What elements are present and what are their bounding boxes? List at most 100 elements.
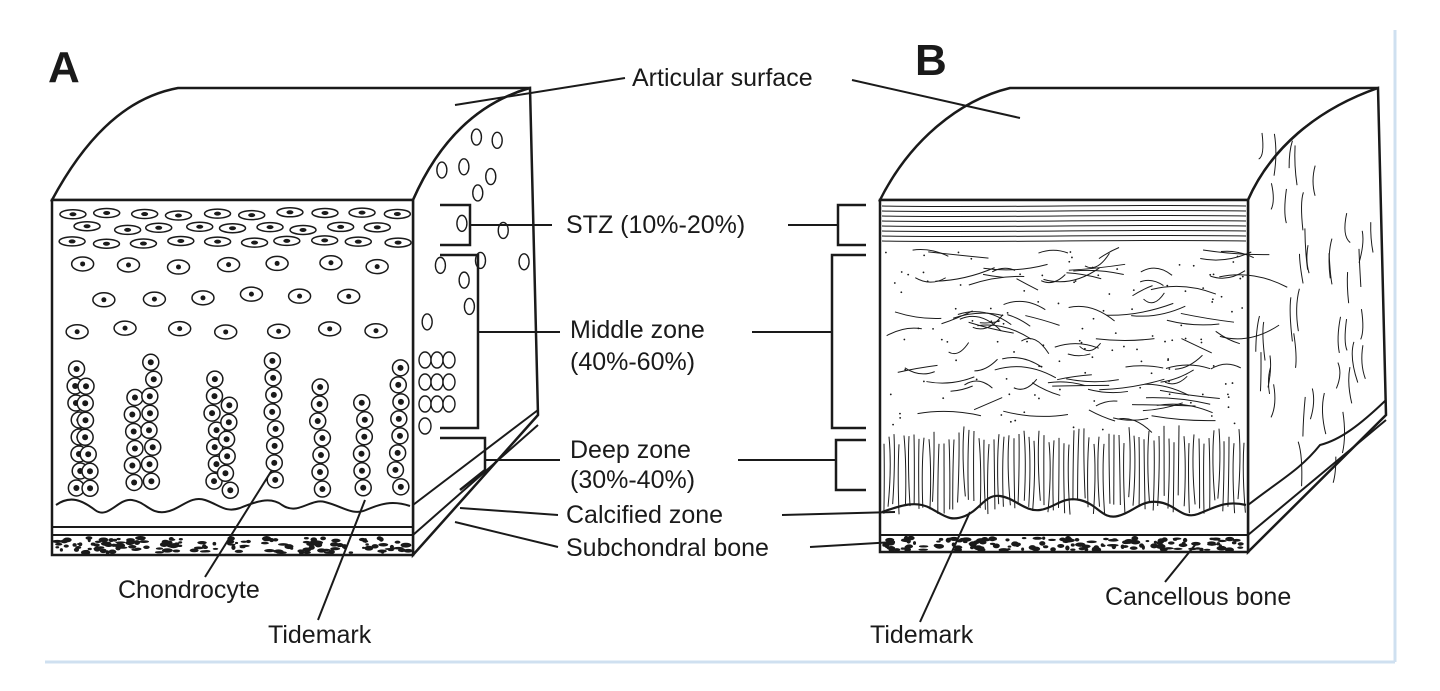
chondrocyte-nucleus — [222, 470, 229, 477]
matrix-dot — [1212, 273, 1215, 276]
bone-speck — [234, 549, 244, 553]
middle-fiber — [928, 251, 989, 259]
side-fiber — [1273, 133, 1277, 176]
matrix-dot — [1059, 388, 1061, 391]
chondrocyte-nucleus — [214, 211, 222, 216]
bone-speck — [245, 539, 251, 544]
chondrocyte-nucleus — [248, 213, 256, 218]
leader-subchondral-b — [809, 541, 896, 548]
matrix-dot — [889, 393, 892, 396]
matrix-dot — [1171, 339, 1174, 342]
bone-speck — [970, 546, 975, 550]
bone-speck — [73, 547, 80, 552]
matrix-dot — [1038, 397, 1040, 400]
bone-speck — [298, 549, 305, 555]
bone-speck — [303, 537, 309, 540]
middle-fiber — [904, 367, 935, 375]
chondrocyte-side — [470, 128, 483, 146]
bone-speck — [112, 538, 118, 542]
chondrocyte-nucleus — [126, 262, 132, 268]
chondrocyte-nucleus — [270, 374, 277, 381]
bone-speck — [1086, 540, 1097, 544]
matrix-dot — [1151, 335, 1154, 337]
matrix-dot — [1224, 383, 1227, 385]
side-fiber — [1270, 384, 1276, 418]
chondrocyte-nucleus — [270, 391, 277, 398]
bone-speck — [144, 546, 149, 549]
chondrocyte-nucleus — [196, 224, 204, 229]
middle-fiber — [1219, 274, 1288, 288]
chondrocyte-nucleus — [392, 466, 399, 473]
middle-fiber — [1159, 389, 1220, 400]
side-fiber — [1332, 456, 1337, 483]
matrix-dot — [996, 340, 999, 343]
bone-speck — [933, 543, 939, 548]
panel-b: B — [877, 36, 1388, 556]
deep-fiber — [1192, 434, 1196, 505]
bone-speck — [135, 536, 146, 541]
bone-speck — [961, 537, 972, 542]
middle-fiber — [1025, 315, 1060, 326]
leader-calcified-a — [459, 507, 559, 516]
chondrocyte-nucleus — [397, 483, 404, 490]
deep-fiber — [1143, 439, 1146, 510]
matrix-dot — [1209, 273, 1212, 276]
matrix-dot — [1227, 406, 1230, 409]
deep-fiber — [1077, 428, 1080, 499]
chondrocyte-nucleus — [129, 462, 136, 469]
bone-speck — [1225, 547, 1234, 553]
bone-speck — [80, 550, 91, 555]
matrix-dot — [893, 282, 896, 284]
bone-speck — [1129, 546, 1138, 550]
middle-fiber — [935, 267, 995, 282]
chondrocyte-nucleus — [124, 227, 132, 232]
bone-speck — [884, 543, 890, 548]
deep-fiber — [937, 443, 940, 514]
deep-fiber — [1157, 435, 1160, 507]
deep-fiber — [1208, 438, 1211, 509]
panel-b-side-bone — [1247, 419, 1387, 536]
bone-speck — [1145, 539, 1150, 543]
deep-fiber — [1118, 434, 1121, 505]
chondrocyte-nucleus — [141, 212, 149, 217]
stz-fiber — [881, 219, 1247, 223]
bone-speck — [981, 538, 992, 541]
matrix-dot — [1009, 420, 1012, 423]
matrix-dot — [1084, 371, 1087, 374]
side-fiber — [1293, 333, 1297, 368]
matrix-dot — [1231, 382, 1234, 384]
middle-fiber — [1132, 285, 1153, 297]
middle-fiber — [1095, 400, 1118, 407]
bone-speck — [377, 549, 387, 553]
stz-fiber — [881, 239, 1247, 243]
deep-fiber — [978, 438, 982, 509]
bone-speck — [903, 535, 909, 541]
deep-fiber — [1108, 433, 1111, 504]
chondrocyte-nucleus — [149, 444, 156, 451]
bone-speck — [1211, 537, 1221, 541]
panel-a-bone-texture — [51, 536, 413, 555]
chondrocyte-nucleus — [358, 210, 366, 215]
chondrocyte-nucleus — [177, 326, 183, 332]
label-cancellous-bone: Cancellous bone — [1105, 583, 1291, 611]
matrix-dot — [1026, 340, 1028, 343]
bone-speck — [60, 539, 69, 544]
bone-speck — [1032, 536, 1043, 540]
label-calcified-zone: Calcified zone — [566, 501, 723, 529]
matrix-dot — [1034, 394, 1036, 396]
matrix-dot — [1241, 307, 1244, 309]
bone-speck — [131, 548, 140, 552]
middle-fiber — [983, 263, 1048, 271]
label-tidemark-b: Tidemark — [870, 621, 974, 649]
chondrocyte-nucleus — [327, 326, 333, 332]
deep-fiber — [1083, 428, 1086, 499]
chondrocyte-side — [442, 351, 456, 369]
bone-speck — [239, 544, 250, 548]
middle-fiber — [968, 321, 1014, 334]
deep-fiber — [1067, 444, 1071, 515]
chondrocyte-nucleus — [177, 238, 185, 243]
chondrocyte-nucleus — [211, 393, 218, 400]
bone-speck — [979, 540, 987, 545]
side-fiber — [1370, 222, 1374, 253]
chondrocyte-nucleus — [223, 329, 229, 335]
